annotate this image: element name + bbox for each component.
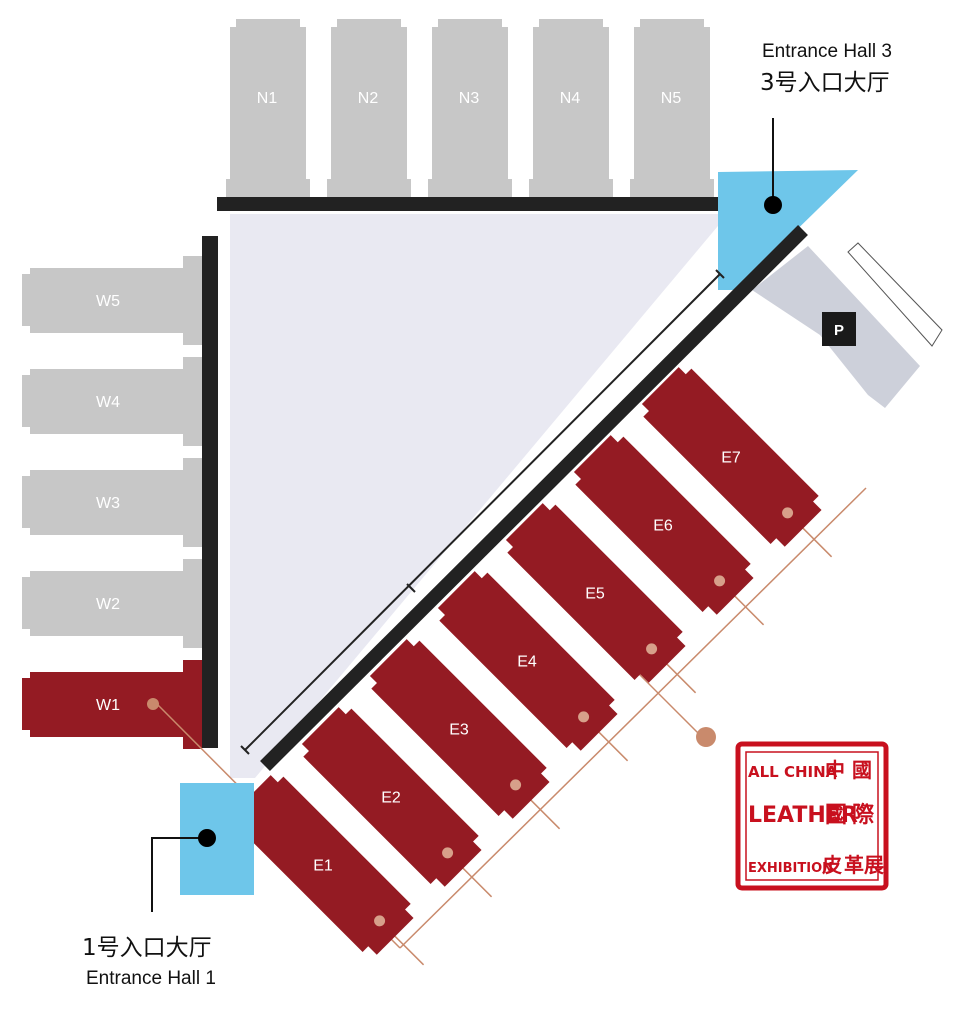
entrance-3-marker: [764, 118, 782, 214]
diagonal-wall: [260, 225, 808, 771]
hall-entry-dot: [374, 915, 386, 927]
west-wall: [202, 236, 218, 748]
hall-entry-dot: [147, 698, 159, 710]
hall-entry-dot: [578, 711, 590, 723]
hall-w4[interactable]: W4: [22, 357, 202, 446]
hall-label: W3: [96, 495, 120, 512]
hall-label: N1: [257, 90, 278, 107]
entrance-hall-3-area[interactable]: [718, 170, 858, 290]
hall-entry-dot: [442, 847, 454, 859]
seal-char-3: 國: [825, 803, 847, 828]
hall-label: E5: [585, 585, 605, 602]
hall-label: W2: [96, 596, 120, 613]
hall-entry-dot: [510, 779, 522, 791]
hall-e2[interactable]: E2: [296, 702, 487, 893]
hall-n5[interactable]: N5: [630, 19, 714, 197]
hall-label: E7: [721, 449, 741, 466]
hall-w5[interactable]: W5: [22, 256, 202, 345]
hall-w1[interactable]: W1: [22, 660, 202, 749]
hall-w3[interactable]: W3: [22, 458, 202, 547]
hall-label: W4: [96, 394, 120, 411]
seal-logo-icon: ALL CHINA LEATHER EXHIBITION 中 國 國 際 皮 革…: [735, 741, 889, 891]
hall-e7[interactable]: E7: [636, 362, 827, 553]
hall-entry-dot: [782, 507, 794, 519]
seal-char-6: 革: [844, 853, 864, 877]
hall-label: E6: [653, 517, 673, 534]
seal-char-7: 展: [864, 853, 884, 877]
entrance-hall-3-label-en: Entrance Hall 3: [762, 41, 892, 62]
hall-n4[interactable]: N4: [529, 19, 613, 197]
entrance-hall-1-label-en: Entrance Hall 1: [86, 968, 216, 989]
hall-label: E2: [381, 789, 401, 806]
hall-e6[interactable]: E6: [568, 430, 759, 621]
north-wall: [217, 197, 729, 211]
north-halls-group: N1 N2 N3 N4 N5: [226, 19, 714, 197]
hall-label: E3: [449, 721, 469, 738]
seal-char-4: 際: [852, 802, 875, 828]
dimension-line: [240, 269, 725, 755]
parking-label: P: [834, 322, 844, 339]
entrance-hall-3-label-zh: 3号入口大厅: [760, 70, 890, 96]
hall-label: N3: [459, 90, 480, 107]
hall-entry-dot: [714, 575, 726, 587]
hall-label: N5: [661, 90, 682, 107]
central-plaza: [230, 214, 728, 778]
hall-e3[interactable]: E3: [364, 634, 555, 825]
parking-icon: [822, 312, 856, 346]
hall-label: W5: [96, 293, 120, 310]
hall-entry-dot: [646, 643, 658, 655]
seal-line-3: EXHIBITION: [748, 861, 833, 876]
hall-label: N4: [560, 90, 581, 107]
seal-line-2: LEATHER: [748, 803, 858, 828]
hall-label: E4: [517, 653, 537, 670]
hall-n3[interactable]: N3: [428, 19, 512, 197]
hall-e5[interactable]: E5: [500, 498, 691, 689]
entrance-1-marker: [151, 829, 216, 912]
hall-label: E1: [313, 857, 333, 874]
hall-n2[interactable]: N2: [327, 19, 411, 197]
hall-w2[interactable]: W2: [22, 559, 202, 648]
entrance-marker-icon: [198, 829, 216, 847]
seal-char-2: 國: [852, 758, 872, 782]
hall-n1[interactable]: N1: [226, 19, 310, 197]
parking-area[interactable]: P: [752, 242, 943, 408]
hall-e4[interactable]: E4: [432, 566, 623, 757]
connector-junction-dot: [696, 727, 716, 747]
entrance-marker-icon: [764, 196, 782, 214]
seal-char-1: 中: [825, 758, 845, 782]
entrance-hall-1-label-zh: 1号入口大厅: [82, 935, 212, 961]
seal-char-5: 皮: [822, 853, 842, 877]
hall-label: W1: [96, 697, 120, 714]
connector-bus: [399, 487, 867, 949]
hall-e1[interactable]: E1: [228, 770, 419, 961]
seal-line-1: ALL CHINA: [748, 763, 838, 781]
hall-label: N2: [358, 90, 379, 107]
